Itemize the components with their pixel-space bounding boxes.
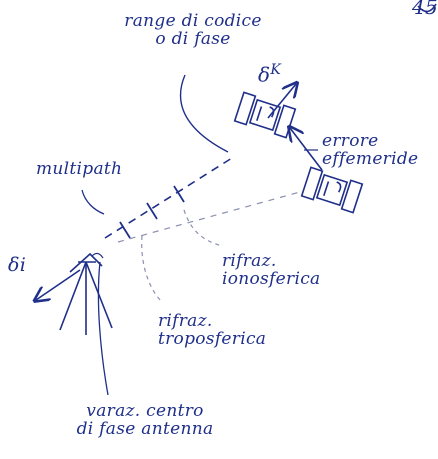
path-tick-3 <box>120 222 130 238</box>
range-label: range di codice o di fase <box>118 12 268 48</box>
ephemeris-error-arrow <box>290 128 322 170</box>
signal-path-upper <box>105 158 232 238</box>
ephemeris-error-line1: errore <box>322 132 418 150</box>
receiver-clock-label: δi <box>8 256 26 274</box>
tropospheric-label: rifraz. troposferica <box>158 312 266 348</box>
phase-center-leader <box>98 262 108 395</box>
path-tick-2 <box>174 186 184 202</box>
tropospheric-line2: troposferica <box>158 330 266 348</box>
ephemeris-error-line2: effemeride <box>322 150 418 168</box>
multipath-leader <box>82 190 104 214</box>
satellite-lower-icon <box>302 167 363 212</box>
satellite-upper-icon <box>235 92 296 137</box>
tropospheric-leader <box>142 236 162 302</box>
phase-center-line2: di fase antenna <box>40 420 250 438</box>
ionospheric-label: rifraz. ionosferica <box>222 252 320 288</box>
tropospheric-line1: rifraz. <box>158 312 266 330</box>
signal-path-lower <box>118 192 300 242</box>
ionospheric-line2: ionosferica <box>222 270 320 288</box>
ephemeris-error-label: errore effemeride <box>322 132 418 168</box>
satellite-clock-symbol: δ <box>258 63 270 87</box>
satellite-clock-label: δK <box>258 62 281 84</box>
range-label-line2: o di fase <box>118 30 268 48</box>
phase-center-label: varaz. centro di fase antenna <box>40 402 250 438</box>
satellite-clock-superscript: K <box>270 62 281 78</box>
range-leader-line <box>181 75 228 152</box>
multipath-label: multipath <box>36 160 122 178</box>
range-label-line1: range di codice <box>118 12 268 30</box>
receiver-antenna-icon <box>60 253 112 335</box>
phase-center-line1: varaz. centro <box>40 402 250 420</box>
corner-mark-label: 45 <box>412 0 438 16</box>
ionospheric-line1: rifraz. <box>222 252 320 270</box>
